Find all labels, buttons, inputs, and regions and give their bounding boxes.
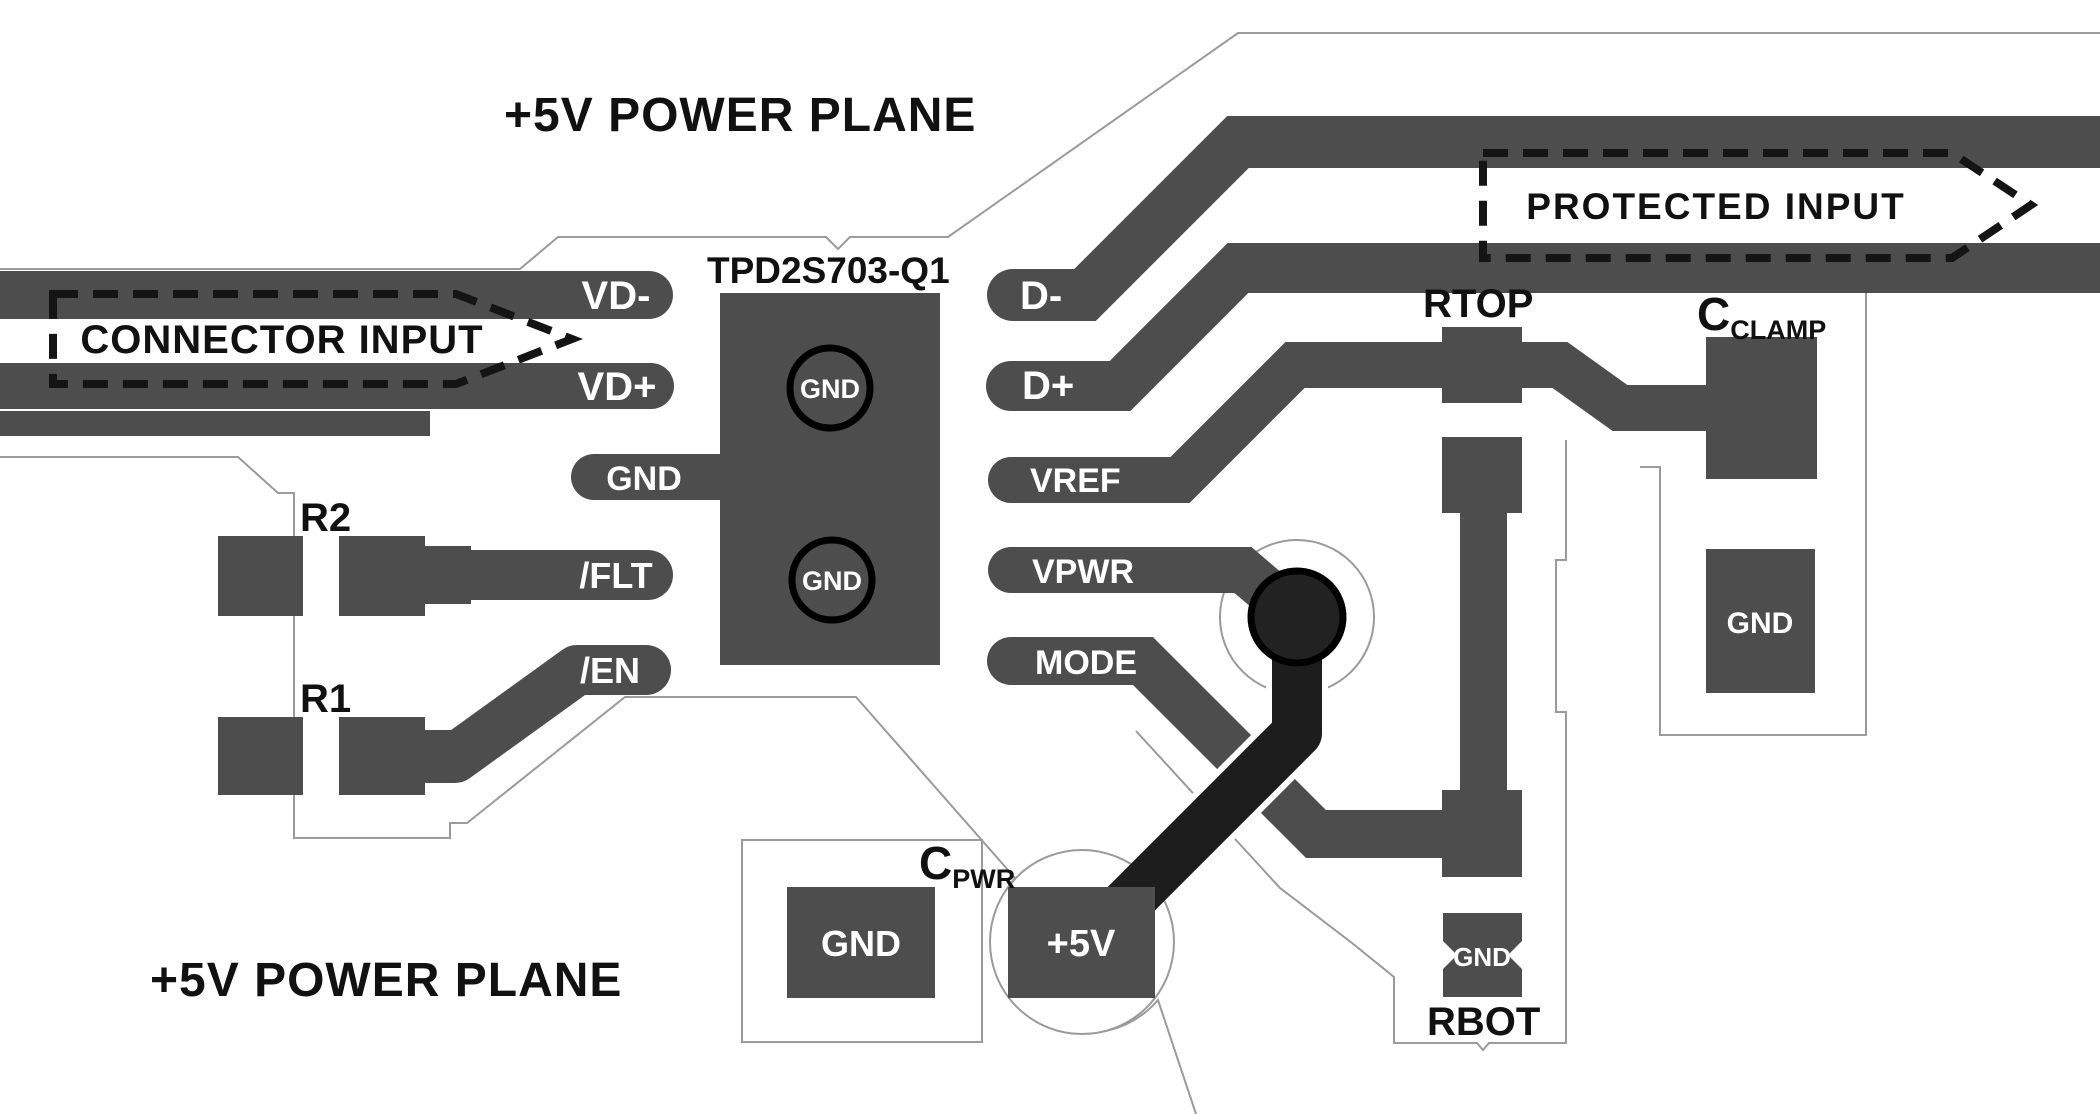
rbot-gnd-label: GND: [1453, 942, 1511, 972]
vdplus-plane-strip: [0, 411, 430, 436]
r2-stub: [425, 546, 471, 604]
flow-arrows: [49, 149, 2039, 388]
r2-pad-right: [339, 536, 425, 616]
resistor-lower-pad: [1442, 790, 1522, 877]
connector-input-label: CONNECTOR INPUT: [80, 318, 483, 362]
cclamp-label: CCLAMP: [1697, 288, 1826, 345]
cclamp-label-sub: CLAMP: [1730, 315, 1826, 345]
pin-d-minus-label: D-: [1020, 274, 1062, 318]
ic-via-bottom-label: GND: [802, 566, 862, 596]
title-bottom: +5V POWER PLANE: [150, 954, 622, 1007]
rbot-label: RBOT: [1427, 1000, 1540, 1044]
r1-pad-right: [339, 717, 425, 795]
cclamp-gnd-label: GND: [1727, 607, 1794, 640]
resistor-upper-pad: [1442, 437, 1522, 513]
plus5v-label: +5V: [1047, 923, 1116, 965]
pin-flt-label: /FLT: [579, 555, 652, 596]
pin-d-plus-label: D+: [1022, 364, 1074, 408]
via-pad: [1247, 567, 1347, 667]
cpwr-label-c: C: [919, 837, 952, 889]
d-plus-trace: [986, 243, 2100, 411]
rtop-pad: [1442, 327, 1522, 403]
connector-input-arrow-box: [49, 290, 584, 388]
ic-gnd-via-bottom: [788, 536, 876, 624]
d-minus-trace: [987, 116, 2100, 321]
plane-edge-corridor: [1135, 440, 1567, 1052]
r1-label: R1: [300, 677, 351, 721]
protected-input-arrow-box: [1479, 149, 2039, 262]
ic-via-top-label: GND: [800, 374, 860, 404]
pin-vd-plus-label: VD+: [578, 365, 657, 409]
pin-en-label: /EN: [580, 650, 640, 691]
cpwr-label: CPWR: [919, 837, 1015, 894]
ic-body-group: [720, 293, 940, 665]
pin-mode-label: MODE: [1035, 644, 1137, 682]
pin-gnd-label: GND: [606, 460, 682, 498]
bottom-layer-net: [1106, 567, 1347, 924]
protected-input-label: PROTECTED INPUT: [1526, 186, 1905, 227]
plus5v-pad: [1008, 887, 1155, 998]
labels: +5V POWER PLANE +5V POWER PLANE TPD2S703…: [80, 89, 1905, 1044]
component-pads: [218, 327, 1817, 998]
cclamp-pad: [1706, 337, 1817, 479]
ic-part-label: TPD2S703-Q1: [707, 250, 950, 291]
pin-vd-minus-label: VD-: [582, 274, 651, 318]
r2-label: R2: [300, 496, 351, 540]
r1-stub: [425, 730, 453, 782]
title-top: +5V POWER PLANE: [504, 89, 976, 142]
cclamp-gnd-pad: [1706, 549, 1815, 693]
cpwr-label-sub: PWR: [952, 864, 1015, 894]
r2-pad-left: [218, 536, 303, 616]
rbot-gnd-notch-right: [1508, 941, 1522, 969]
cpwr-gnd-pad: [787, 887, 935, 998]
cclamp-label-c: C: [1697, 288, 1730, 340]
rbot-gnd-notch-left: [1443, 941, 1457, 969]
pin-vref-label: VREF: [1030, 462, 1121, 500]
plane-edge-top: [0, 32, 2100, 270]
ic-gnd-via-top: [786, 344, 874, 432]
rtop-label: RTOP: [1423, 282, 1533, 326]
cpwr-gnd-label: GND: [821, 923, 901, 964]
resistor-body: [1460, 513, 1507, 790]
cpwr-courtyard-box: [741, 839, 983, 1043]
vref-trace: [988, 342, 1733, 503]
pin-vpwr-label: VPWR: [1032, 553, 1134, 591]
r1-pad-left: [218, 717, 303, 795]
mode-trace: [987, 637, 1469, 858]
